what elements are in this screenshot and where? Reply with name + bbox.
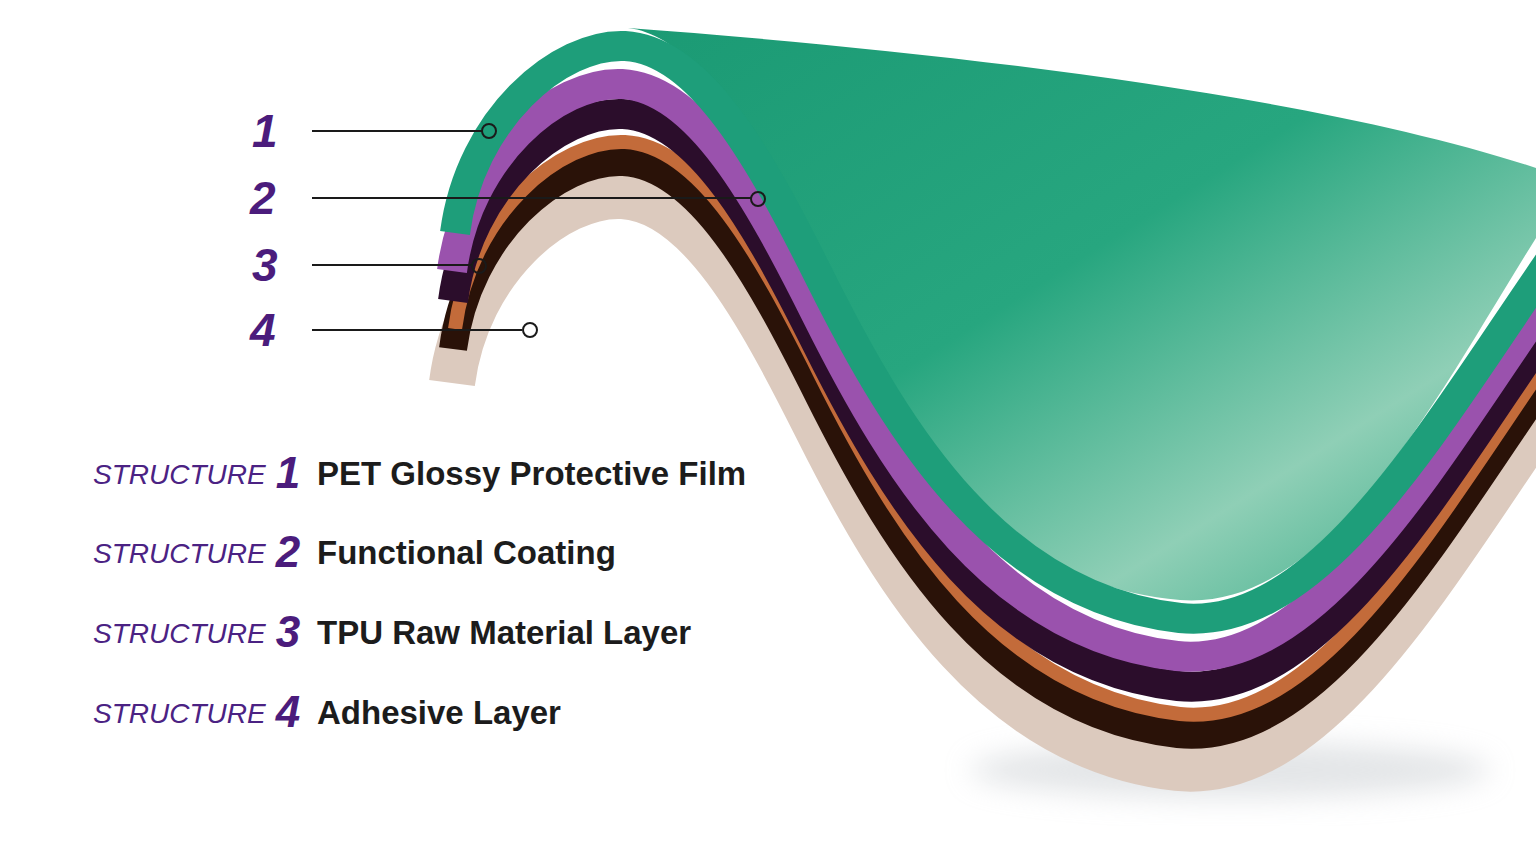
leader-line xyxy=(312,197,751,199)
structure-number: 1 xyxy=(276,451,300,495)
structure-label: STRUCTURE xyxy=(93,540,266,568)
structure-label: STRUCTURE xyxy=(93,700,266,728)
callout-number: 4 xyxy=(250,307,276,353)
callout-dot xyxy=(523,323,537,337)
structure-number: 3 xyxy=(276,610,300,654)
layer-name: Functional Coating xyxy=(317,536,616,569)
callout-dot xyxy=(472,259,486,273)
callout-dot xyxy=(751,192,765,206)
layer-name: TPU Raw Material Layer xyxy=(317,616,691,649)
structure-label: STRUCTURE xyxy=(93,620,266,648)
leader-line xyxy=(312,264,472,266)
callout-number: 2 xyxy=(250,175,276,221)
leader-line xyxy=(312,329,522,331)
pet-film-layer xyxy=(455,46,1536,619)
callout-number: 3 xyxy=(252,242,278,288)
pet-film-surface xyxy=(628,28,1536,600)
layer-name: PET Glossy Protective Film xyxy=(317,457,746,490)
structure-number: 4 xyxy=(276,690,300,734)
callout-dot xyxy=(482,124,496,138)
callout-number: 1 xyxy=(252,108,278,154)
structure-label: STRUCTURE xyxy=(93,461,266,489)
structure-number: 2 xyxy=(276,530,300,574)
leader-line xyxy=(312,130,482,132)
layer-name: Adhesive Layer xyxy=(317,696,561,729)
